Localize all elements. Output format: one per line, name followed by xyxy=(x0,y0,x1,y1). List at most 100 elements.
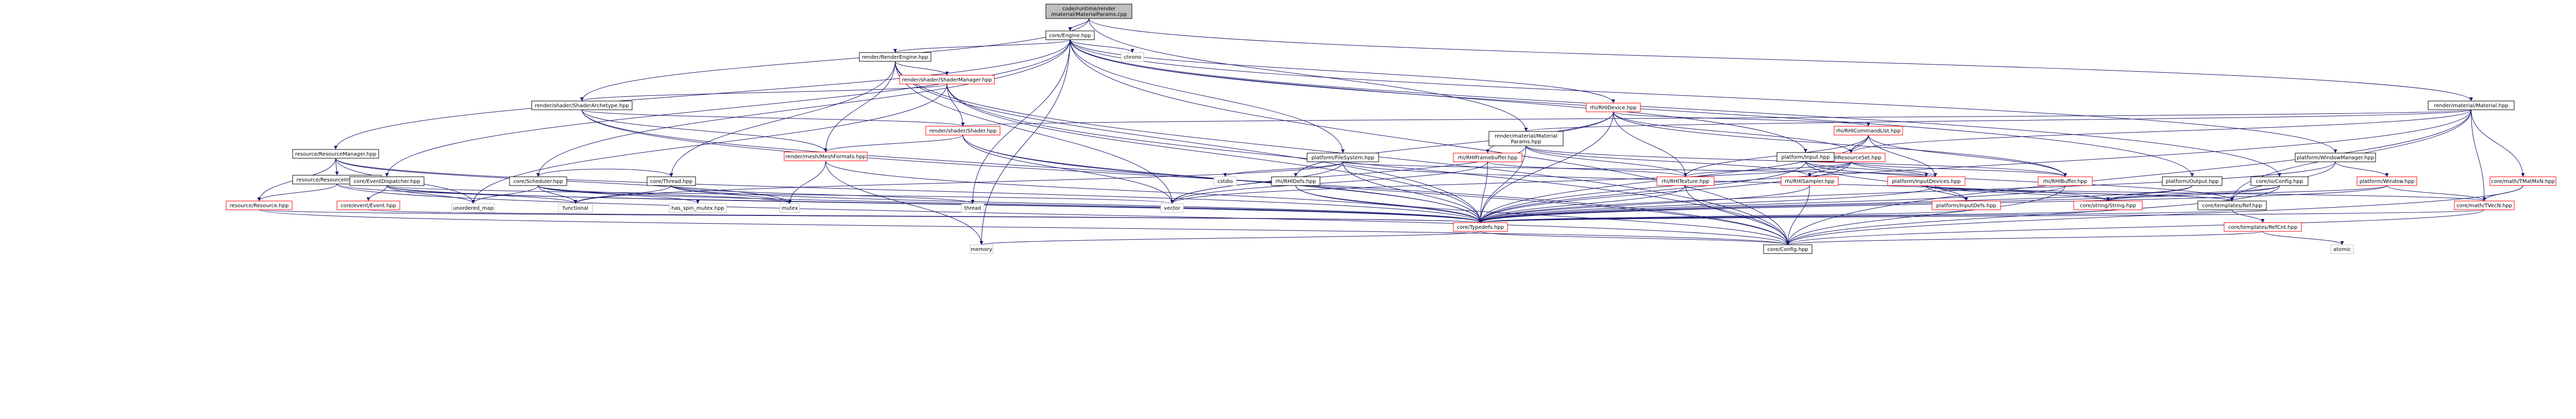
edge-platform_input-to-platform_input_devices xyxy=(1805,161,1928,177)
node-box xyxy=(1781,176,1839,186)
node-label: core/templates/RefCnt.hpp xyxy=(2228,225,2297,230)
node-rhi_device[interactable]: rhi/RHIDevice.hpp xyxy=(1586,103,1641,112)
edge-render_material-to-render_shader xyxy=(961,109,2471,127)
node-core_templates_ref[interactable]: core/templates/Ref.hpp xyxy=(2197,200,2267,210)
edge-render_material-to-material_params xyxy=(1524,109,2471,132)
node-render_material[interactable]: render/material/Material.hpp xyxy=(2428,100,2515,110)
node-label: platform/InputDevices.hpp xyxy=(1892,179,1960,185)
node-render_engine[interactable]: render/RenderEngine.hpp xyxy=(859,52,931,62)
edge-core_thread-to-functional xyxy=(573,185,672,204)
node-core_templates_refcnt[interactable]: core/templates/RefCnt.hpp xyxy=(2224,222,2302,232)
node-platform_input_devices[interactable]: platform/InputDevices.hpp xyxy=(1887,176,1965,186)
edge-core_math_tvec-to-core_config xyxy=(1786,209,2485,245)
edge-core_scheduler-to-unordered_map xyxy=(471,185,538,204)
node-core_config[interactable]: core/Config.hpp xyxy=(1763,244,1812,254)
node-label: core/math/TMatMxN.hpp xyxy=(2491,179,2555,185)
node-box xyxy=(349,176,425,186)
node-rhi_buffer[interactable]: rhi/RHIBuffer.hpp xyxy=(2038,176,2093,186)
node-core_thread[interactable]: core/Thread.hpp xyxy=(647,176,696,186)
node-rhi_texture[interactable]: rhi/RHITexture.hpp xyxy=(1656,176,1715,186)
edge-rhi_buffer-to-core_typedefs xyxy=(1479,185,2065,223)
node-box xyxy=(2038,176,2093,186)
node-box xyxy=(1656,176,1715,186)
node-box xyxy=(509,176,567,186)
node-thread: thread xyxy=(961,203,985,213)
edge-rhi_resource_set-to-core_data xyxy=(1851,161,1937,177)
node-box xyxy=(558,203,593,213)
node-box xyxy=(1453,222,1508,232)
node-box xyxy=(961,203,985,213)
node-box xyxy=(784,152,868,161)
edges-layer xyxy=(257,18,2525,245)
node-root[interactable]: code/runtime/render/material/MaterialPar… xyxy=(1045,4,1132,19)
edge-platform_window-to-core_math_tvec xyxy=(2386,185,2486,202)
node-rhi_defs[interactable]: rhi/RHIDefs.hpp xyxy=(1271,176,1320,186)
node-render_mesh_vertex[interactable]: render/mesh/MeshFormats.hpp xyxy=(784,152,868,161)
edge-render_mesh_vertex-to-core_typedefs xyxy=(825,160,1482,223)
edge-render_mesh_vertex-to-memory xyxy=(825,160,984,245)
node-box xyxy=(226,200,293,210)
edge-rhi_command_list-to-rhi_buffer xyxy=(1868,135,2067,177)
edge-root-to-shader_archetype xyxy=(580,18,1089,102)
node-core_event_dispatcher[interactable]: core/EventDispatcher.hpp xyxy=(349,176,425,186)
node-label: vector xyxy=(1164,206,1181,211)
edge-resource_importer-to-resource_resource xyxy=(257,183,337,202)
node-label: render/shader/ShaderManager.hpp xyxy=(902,77,992,83)
node-shader_manager[interactable]: render/shader/ShaderManager.hpp xyxy=(899,75,995,85)
node-rhi_sampler[interactable]: rhi/RHISampler.hpp xyxy=(1781,176,1839,186)
edge-platform_input-to-core_typedefs xyxy=(1479,161,1806,223)
node-box xyxy=(1213,176,1237,186)
edge-core_event_dispatcher-to-core_typedefs xyxy=(386,185,1482,223)
edge-resource_importer-to-core_config xyxy=(336,183,1790,245)
node-box xyxy=(1453,153,1522,162)
edge-render_engine-to-core_thread xyxy=(669,61,895,177)
edge-core_scheduler-to-core_typedefs xyxy=(538,185,1482,223)
node-platform_input[interactable]: platform/Input.hpp xyxy=(1776,152,1835,162)
edge-core_io_config-to-core_config xyxy=(1786,185,2280,245)
node-rhi_command_list[interactable]: rhi/RHICommandList.hpp xyxy=(1834,126,1903,136)
node-render_shader[interactable]: render/shader/Shader.hpp xyxy=(925,126,1001,136)
node-resource_manager[interactable]: resource/ResourceManager.hpp xyxy=(292,149,379,159)
node-core_scheduler[interactable]: core/Scheduler.hpp xyxy=(509,176,567,186)
node-platform_filesystem[interactable]: platform/FileSystem.hpp xyxy=(1307,153,1379,162)
node-resource_resource[interactable]: resource/Resource.hpp xyxy=(226,200,293,210)
node-box xyxy=(647,176,696,186)
node-core_typedefs[interactable]: core/Typedefs.hpp xyxy=(1453,222,1508,232)
edge-rhi_sampler-to-core_typedefs xyxy=(1479,185,1810,223)
edge-rhi_buffer-to-core_config xyxy=(1786,185,2065,245)
node-unordered_map: unordered_map xyxy=(451,203,495,213)
node-label: platform/Output.hpp xyxy=(2166,179,2219,185)
edge-core_io_config-to-core_string xyxy=(2106,185,2280,202)
node-platform_output[interactable]: platform/Output.hpp xyxy=(2162,176,2223,186)
node-core_math_tvec[interactable]: core/math/TVecN.hpp xyxy=(2454,200,2515,210)
node-core_event_event[interactable]: core/event/Event.hpp xyxy=(336,200,400,210)
node-box xyxy=(1307,153,1379,162)
node-box xyxy=(779,203,800,213)
node-platform_window_manager[interactable]: platform/WindowManager.hpp xyxy=(2295,153,2376,162)
node-label: rhi/RHIResourceSet.hpp xyxy=(1820,155,1881,161)
node-rhi_framebuffer[interactable]: rhi/RHIFramebuffer.hpp xyxy=(1453,153,1522,162)
node-core_string[interactable]: core/string/String.hpp xyxy=(2073,200,2143,210)
node-label: thread xyxy=(964,206,981,211)
edge-root-to-engine xyxy=(1068,18,1089,31)
node-material_params[interactable]: render/material/MaterialParams.hpp xyxy=(1488,131,1564,146)
node-engine[interactable]: core/Engine.hpp xyxy=(1045,30,1095,40)
edge-material_params-to-core_typedefs xyxy=(1479,145,1527,223)
edge-shader_manager-to-render_shader xyxy=(946,83,965,127)
node-core_math_tmat[interactable]: core/math/TMatMxN.hpp xyxy=(2489,176,2556,186)
edge-render_shader-to-vector xyxy=(962,135,1174,204)
edge-core_scheduler-to-core_thread xyxy=(538,169,673,177)
node-platform_window[interactable]: platform/Window.hpp xyxy=(2357,176,2417,186)
node-label: rhi/RHIBuffer.hpp xyxy=(2043,179,2087,185)
node-memory: memory xyxy=(970,244,993,254)
node-label: render/material/Material xyxy=(1495,133,1557,139)
node-shader_archetype[interactable]: render/shader/ShaderArchetype.hpp xyxy=(531,100,633,110)
node-core_io_config[interactable]: core/io/Config.hpp xyxy=(2250,176,2309,186)
node-platform_input_defs[interactable]: platform/InputDefs.hpp xyxy=(1931,200,2001,210)
edge-engine-to-platform_filesystem xyxy=(1070,39,1345,154)
edge-core_typedefs-to-memory xyxy=(980,231,1481,245)
node-label: chrono xyxy=(1124,55,1141,60)
node-label: rhi/RHICommandList.hpp xyxy=(1836,128,1901,134)
edge-rhi_framebuffer-to-vector xyxy=(1170,161,1488,204)
node-box xyxy=(1834,126,1903,136)
